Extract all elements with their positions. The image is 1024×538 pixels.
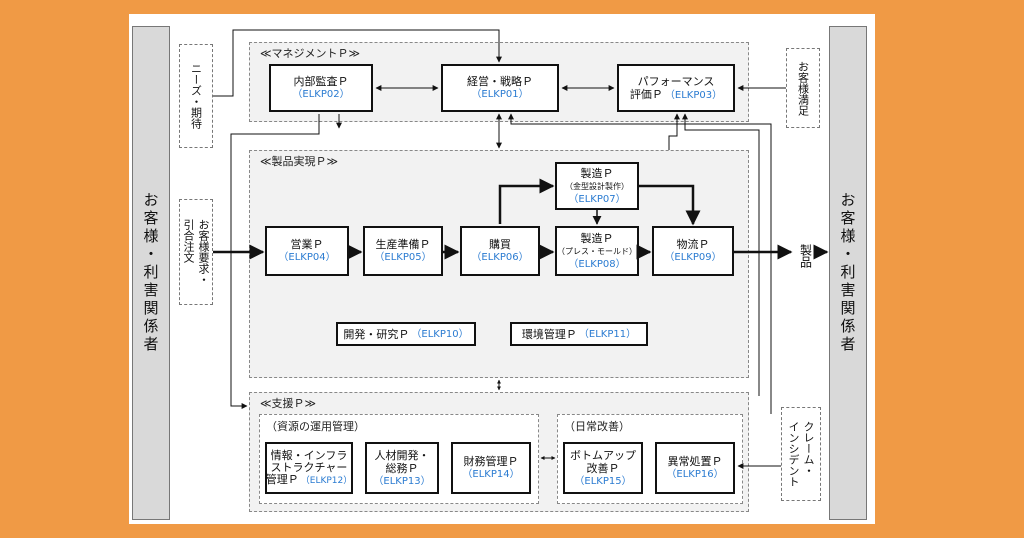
- node-press[interactable]: 製造Ｐ （プレス・モールド） （ELKP08）: [555, 226, 639, 276]
- node-bottomup-code: （ELKP15）: [574, 475, 632, 487]
- node-sales-code: （ELKP04）: [278, 252, 336, 263]
- node-bottomup[interactable]: ボトムアップ 改善Ｐ （ELKP15）: [563, 442, 643, 494]
- node-performance-label: パフォーマンス: [637, 74, 715, 88]
- node-audit-code: （ELKP02）: [292, 89, 350, 100]
- node-audit[interactable]: 内部監査Ｐ （ELKP02）: [269, 64, 373, 112]
- node-sales-label: 営業Ｐ: [290, 238, 324, 251]
- node-performance-label2: 評価Ｐ: [629, 87, 663, 101]
- node-finance[interactable]: 財務管理Ｐ （ELKP14）: [451, 442, 531, 494]
- node-it-label: 情報・インフラ: [270, 448, 348, 462]
- node-anomaly-label: 異常処置Ｐ: [667, 455, 723, 468]
- node-it[interactable]: 情報・インフラ ストラクチャー 管理Ｐ （ELKP12）: [265, 442, 353, 494]
- node-env-label: 環境管理Ｐ: [521, 327, 577, 341]
- node-it-label2: ストラクチャー: [270, 460, 348, 474]
- node-logistics[interactable]: 物流Ｐ （ELKP09）: [652, 226, 734, 276]
- node-rnd-code: （ELKP10）: [411, 328, 469, 340]
- node-mold-label: 製造Ｐ: [580, 166, 614, 180]
- arrow-needs-strategy: [213, 29, 502, 97]
- node-press-label: 製造Ｐ: [580, 231, 614, 245]
- node-planning[interactable]: 生産準備Ｐ （ELKP05）: [363, 226, 443, 276]
- product-label: 製品: [798, 244, 813, 268]
- complaint-label-b: インシデント: [787, 421, 800, 487]
- left-stakeholder-label: お客様・利害関係者: [141, 192, 160, 354]
- satisfaction-label: お客様満足: [796, 60, 810, 116]
- line-audit-support: [230, 114, 320, 409]
- node-planning-code: （ELKP05）: [374, 252, 432, 263]
- node-rnd-label: 開発・研究Ｐ: [343, 327, 410, 341]
- node-finance-label: 財務管理Ｐ: [463, 455, 519, 468]
- node-hr-label: 人材開発・: [374, 448, 430, 462]
- node-env-code: （ELKP11）: [578, 328, 637, 340]
- node-hr-label2: 総務Ｐ: [385, 461, 419, 475]
- node-performance-code: （ELKP03）: [664, 89, 723, 101]
- node-bottomup-label: ボトムアップ: [570, 448, 636, 462]
- node-press-sub: （プレス・モールド）: [557, 246, 637, 256]
- node-logistics-code: （ELKP09）: [664, 252, 722, 263]
- needs-box: ニーズ・期待: [179, 44, 213, 148]
- node-audit-label: 内部監査Ｐ: [293, 75, 349, 88]
- node-mold[interactable]: 製造Ｐ （金型設計製作） （ELKP07）: [555, 162, 639, 210]
- satisfaction-box: お客様満足: [786, 48, 820, 128]
- node-it-code: （ELKP12）: [300, 475, 353, 486]
- node-rnd[interactable]: 開発・研究Ｐ （ELKP10）: [336, 322, 476, 346]
- node-strategy[interactable]: 経営・戦略Ｐ （ELKP01）: [441, 64, 559, 112]
- node-sales[interactable]: 営業Ｐ （ELKP04）: [265, 226, 349, 276]
- node-bottomup-label2: 改善Ｐ: [586, 461, 620, 475]
- right-stakeholder-bar: お客様・利害関係者: [829, 26, 867, 520]
- support-group-title: ≪支援Ｐ≫: [260, 397, 317, 410]
- node-logistics-label: 物流Ｐ: [676, 238, 710, 251]
- node-purchasing-label: 購買: [489, 238, 511, 251]
- management-group-title: ≪マネジメントＰ≫: [260, 47, 361, 60]
- requests-box: お客様要求・ 引合注文: [179, 199, 213, 305]
- node-hr[interactable]: 人材開発・ 総務Ｐ （ELKP13）: [365, 442, 439, 494]
- node-mold-sub: （金型設計製作）: [565, 181, 629, 191]
- line-realization-performance: [668, 113, 680, 150]
- node-press-code: （ELKP08）: [568, 258, 626, 270]
- connector-arrows: [213, 29, 829, 469]
- needs-label: ニーズ・期待: [189, 63, 203, 129]
- node-finance-code: （ELKP14）: [462, 469, 520, 480]
- node-it-label3: 管理Ｐ: [265, 472, 299, 486]
- node-env[interactable]: 環境管理Ｐ （ELKP11）: [510, 322, 648, 346]
- node-purchasing[interactable]: 購買 （ELKP06）: [460, 226, 540, 276]
- diagram-panel: お客様・利害関係者 お客様・利害関係者 ニーズ・期待 お客様要求・ 引合注文 お…: [129, 14, 875, 524]
- left-stakeholder-bar: お客様・利害関係者: [132, 26, 170, 520]
- arrow-mold-logistics: [639, 184, 701, 226]
- node-purchasing-code: （ELKP06）: [471, 252, 529, 263]
- requests-label-b: 引合注文: [182, 219, 195, 263]
- node-anomaly-code: （ELKP16）: [666, 469, 724, 480]
- node-strategy-code: （ELKP01）: [471, 89, 529, 100]
- line-loop-outer: [508, 113, 772, 414]
- node-mold-code: （ELKP07）: [568, 193, 626, 205]
- complaint-label-a: クレーム・: [802, 421, 815, 476]
- requests-label-a: お客様要求・: [197, 219, 210, 285]
- improvement-subgroup-title: （日常改善）: [564, 420, 630, 433]
- product-output: 製品: [793, 236, 817, 276]
- resources-subgroup-title: （資源の運用管理）: [266, 420, 365, 433]
- right-stakeholder-label: お客様・利害関係者: [838, 192, 857, 354]
- node-anomaly[interactable]: 異常処置Ｐ （ELKP16）: [655, 442, 735, 494]
- node-planning-label: 生産準備Ｐ: [375, 238, 431, 251]
- realization-group-title: ≪製品実現Ｐ≫: [260, 155, 339, 168]
- node-strategy-label: 経営・戦略Ｐ: [467, 75, 533, 88]
- complaint-box: クレーム・ インシデント: [781, 407, 821, 501]
- line-loop-inner: [682, 113, 760, 396]
- node-hr-code: （ELKP13）: [373, 475, 431, 487]
- node-performance[interactable]: パフォーマンス 評価Ｐ （ELKP03）: [617, 64, 735, 112]
- arrow-purchasing-mold: [498, 178, 555, 224]
